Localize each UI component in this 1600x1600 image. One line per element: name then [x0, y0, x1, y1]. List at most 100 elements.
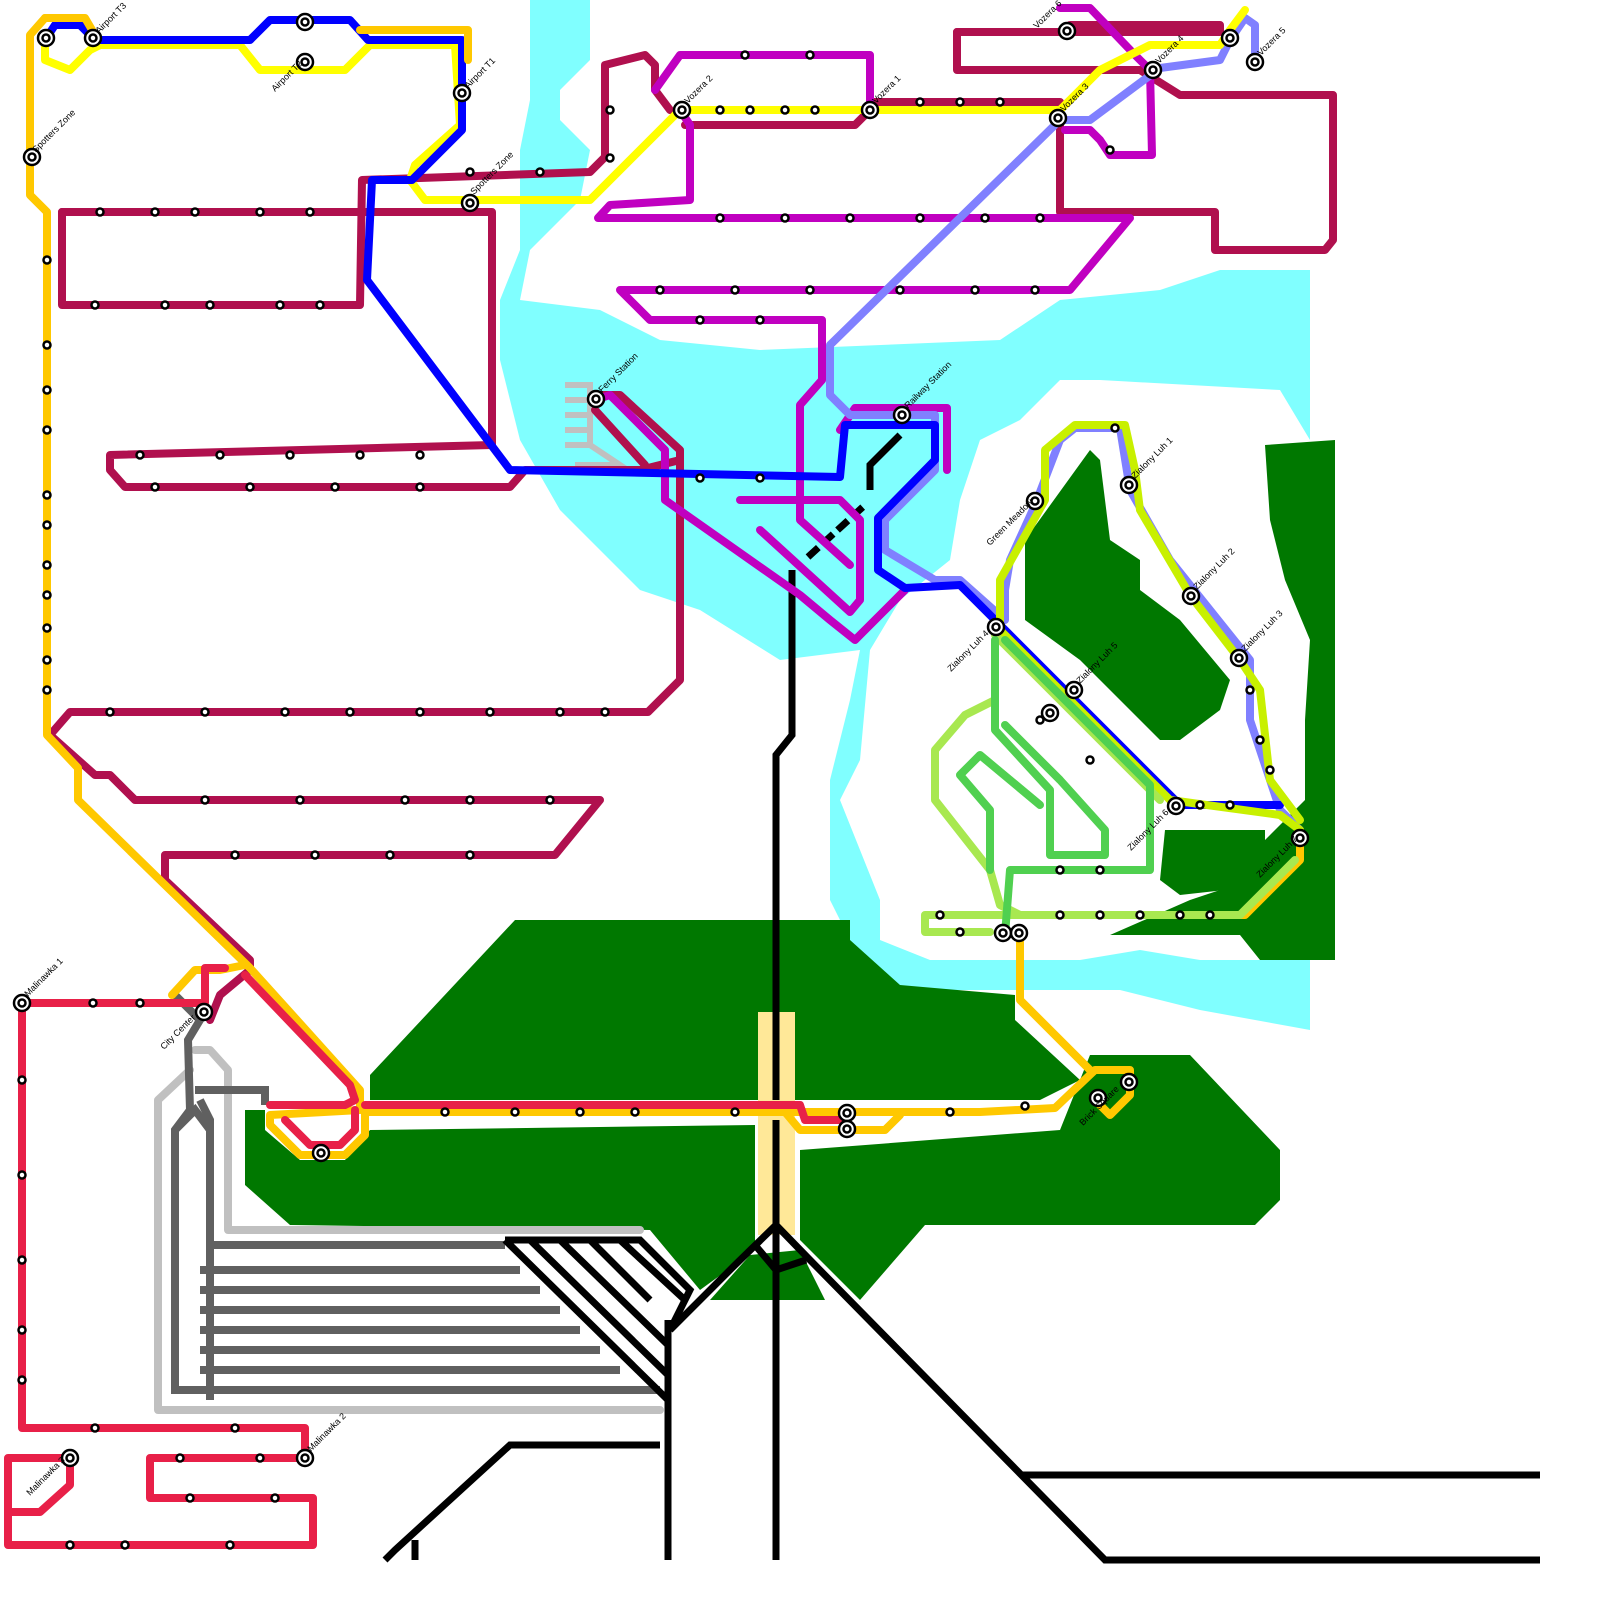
stop-dot[interactable]	[200, 707, 210, 717]
stop-dot[interactable]	[95, 207, 105, 217]
stop-dot[interactable]	[1095, 910, 1105, 920]
stop-dot[interactable]	[270, 1493, 280, 1503]
stop-dot[interactable]	[695, 315, 705, 325]
stop-dot[interactable]	[1195, 800, 1205, 810]
stop-dot[interactable]	[980, 213, 990, 223]
stop-dot[interactable]	[1175, 910, 1185, 920]
stop-dot[interactable]	[42, 655, 52, 665]
stop-dot[interactable]	[17, 1325, 27, 1335]
stop-dot[interactable]	[440, 1107, 450, 1117]
stop-dot[interactable]	[465, 850, 475, 860]
stop-dot[interactable]	[730, 285, 740, 295]
stop-dot[interactable]	[42, 623, 52, 633]
stop-dot[interactable]	[160, 300, 170, 310]
stop-dot[interactable]	[310, 850, 320, 860]
stop-dot[interactable]	[1110, 423, 1120, 433]
stop-dot[interactable]	[88, 998, 98, 1008]
stop-dot[interactable]	[730, 1107, 740, 1117]
stop-dot[interactable]	[810, 105, 820, 115]
stop-dot[interactable]	[315, 300, 325, 310]
stop-dot[interactable]	[17, 1255, 27, 1265]
stop-dot[interactable]	[695, 473, 705, 483]
stop-dot[interactable]	[230, 1423, 240, 1433]
stop-dot[interactable]	[1035, 715, 1045, 725]
stop-dot[interactable]	[1135, 910, 1145, 920]
stop-dot[interactable]	[285, 450, 295, 460]
stop-dot[interactable]	[150, 482, 160, 492]
stop-dot[interactable]	[845, 213, 855, 223]
stop-dot[interactable]	[1055, 865, 1065, 875]
stop-dot[interactable]	[935, 910, 945, 920]
stop-dot[interactable]	[345, 707, 355, 717]
stop-dot[interactable]	[1020, 1101, 1030, 1111]
stop-dot[interactable]	[465, 167, 475, 177]
stop-dot[interactable]	[605, 153, 615, 163]
stop-dot[interactable]	[915, 97, 925, 107]
stop-dot[interactable]	[105, 707, 115, 717]
stop-dot[interactable]	[655, 285, 665, 295]
stop-dot[interactable]	[995, 97, 1005, 107]
stop-dot[interactable]	[555, 707, 565, 717]
stop-dot[interactable]	[17, 1170, 27, 1180]
stop-dot[interactable]	[780, 105, 790, 115]
stop-dot[interactable]	[230, 850, 240, 860]
stop-dot[interactable]	[185, 1493, 195, 1503]
stop-dot[interactable]	[355, 450, 365, 460]
stop-dot[interactable]	[955, 97, 965, 107]
stop-dot[interactable]	[215, 450, 225, 460]
stop-dot[interactable]	[1030, 285, 1040, 295]
stop-dot[interactable]	[805, 285, 815, 295]
stop-dot[interactable]	[1055, 910, 1065, 920]
stop-dot[interactable]	[755, 315, 765, 325]
stop-dot[interactable]	[400, 795, 410, 805]
stop-dot[interactable]	[42, 255, 52, 265]
stop-dot[interactable]	[545, 795, 555, 805]
stop-dot[interactable]	[275, 300, 285, 310]
stop-dot[interactable]	[65, 1540, 75, 1550]
stop-dot[interactable]	[510, 1107, 520, 1117]
stop-dot[interactable]	[200, 795, 210, 805]
stop-dot[interactable]	[745, 105, 755, 115]
stop-dot[interactable]	[17, 1375, 27, 1385]
stop-dot[interactable]	[1255, 735, 1265, 745]
stop-dot[interactable]	[42, 385, 52, 395]
stop-dot[interactable]	[175, 1453, 185, 1463]
stop-dot[interactable]	[42, 340, 52, 350]
stop-dot[interactable]	[1245, 685, 1255, 695]
stop-dot[interactable]	[415, 707, 425, 717]
stop-dot[interactable]	[205, 300, 215, 310]
stop-dot[interactable]	[970, 285, 980, 295]
stop-dot[interactable]	[535, 167, 545, 177]
stop-dot[interactable]	[600, 707, 610, 717]
stop-dot[interactable]	[305, 207, 315, 217]
stop-dot[interactable]	[42, 560, 52, 570]
stop-dot[interactable]	[280, 707, 290, 717]
stop-dot[interactable]	[1095, 865, 1105, 875]
stop-dot[interactable]	[715, 105, 725, 115]
stop-dot[interactable]	[1035, 213, 1045, 223]
stop-dot[interactable]	[245, 482, 255, 492]
stop-dot[interactable]	[415, 450, 425, 460]
stop-dot[interactable]	[42, 685, 52, 695]
stop-dot[interactable]	[1265, 765, 1275, 775]
stop-dot[interactable]	[150, 207, 160, 217]
stop-dot[interactable]	[42, 490, 52, 500]
stop-dot[interactable]	[805, 50, 815, 60]
stop-dot[interactable]	[1225, 800, 1235, 810]
stop-dot[interactable]	[1085, 755, 1095, 765]
stop-dot[interactable]	[415, 482, 425, 492]
stop-dot[interactable]	[945, 1107, 955, 1117]
stop-dot[interactable]	[780, 213, 790, 223]
stop-dot[interactable]	[42, 520, 52, 530]
stop-dot[interactable]	[42, 590, 52, 600]
stop-dot[interactable]	[90, 1423, 100, 1433]
stop-dot[interactable]	[755, 473, 765, 483]
stop-dot[interactable]	[255, 207, 265, 217]
stop-dot[interactable]	[1205, 910, 1215, 920]
stop-dot[interactable]	[465, 795, 475, 805]
stop-dot[interactable]	[330, 482, 340, 492]
stop-dot[interactable]	[190, 207, 200, 217]
stop-dot[interactable]	[90, 300, 100, 310]
stop-dot[interactable]	[255, 1453, 265, 1463]
stop-dot[interactable]	[42, 425, 52, 435]
